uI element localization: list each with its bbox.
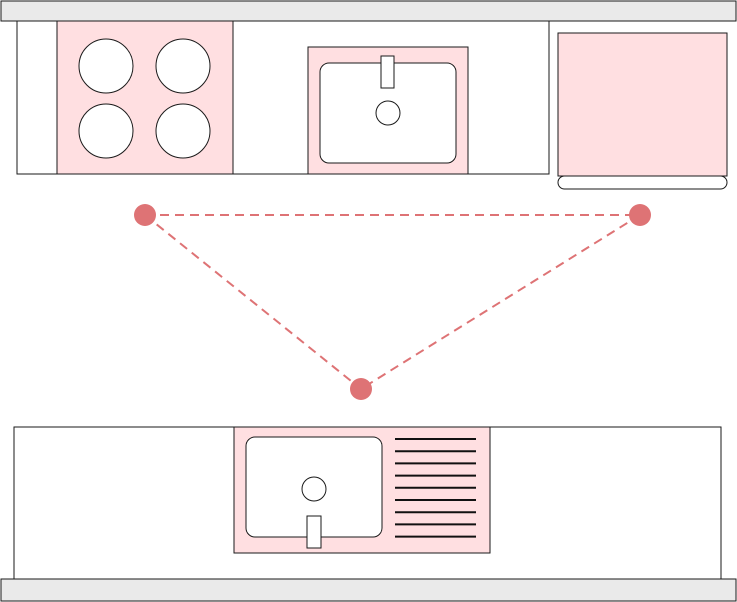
refrigerator-body bbox=[557, 32, 728, 177]
upper-counter-group bbox=[16, 20, 550, 175]
refrigerator bbox=[557, 32, 728, 190]
faucet-icon bbox=[306, 515, 322, 549]
top-wall bbox=[0, 0, 737, 22]
burner-icon bbox=[78, 103, 134, 159]
drain-icon bbox=[301, 476, 327, 502]
cooktop bbox=[56, 20, 234, 175]
triangle-point-stove bbox=[134, 204, 156, 226]
faucet-icon bbox=[380, 55, 395, 89]
burner-icon bbox=[155, 103, 211, 159]
cooktop-surface bbox=[56, 20, 234, 175]
lower-counter-group bbox=[13, 426, 722, 580]
refrigerator-door-handle bbox=[557, 175, 728, 190]
upper-sink bbox=[307, 46, 469, 175]
burner-icon bbox=[78, 38, 134, 94]
bottom-wall bbox=[0, 578, 737, 602]
triangle-edge-fridge-sink bbox=[360, 214, 641, 390]
lower-sink-with-drainer bbox=[233, 426, 491, 554]
drainer-board bbox=[395, 438, 476, 538]
triangle-point-sink bbox=[350, 378, 372, 400]
work-triangle bbox=[134, 204, 651, 400]
burner-icon bbox=[155, 38, 211, 94]
triangle-point-fridge bbox=[629, 204, 651, 226]
drain-icon bbox=[375, 100, 401, 126]
triangle-edge-stove-sink bbox=[144, 214, 362, 390]
